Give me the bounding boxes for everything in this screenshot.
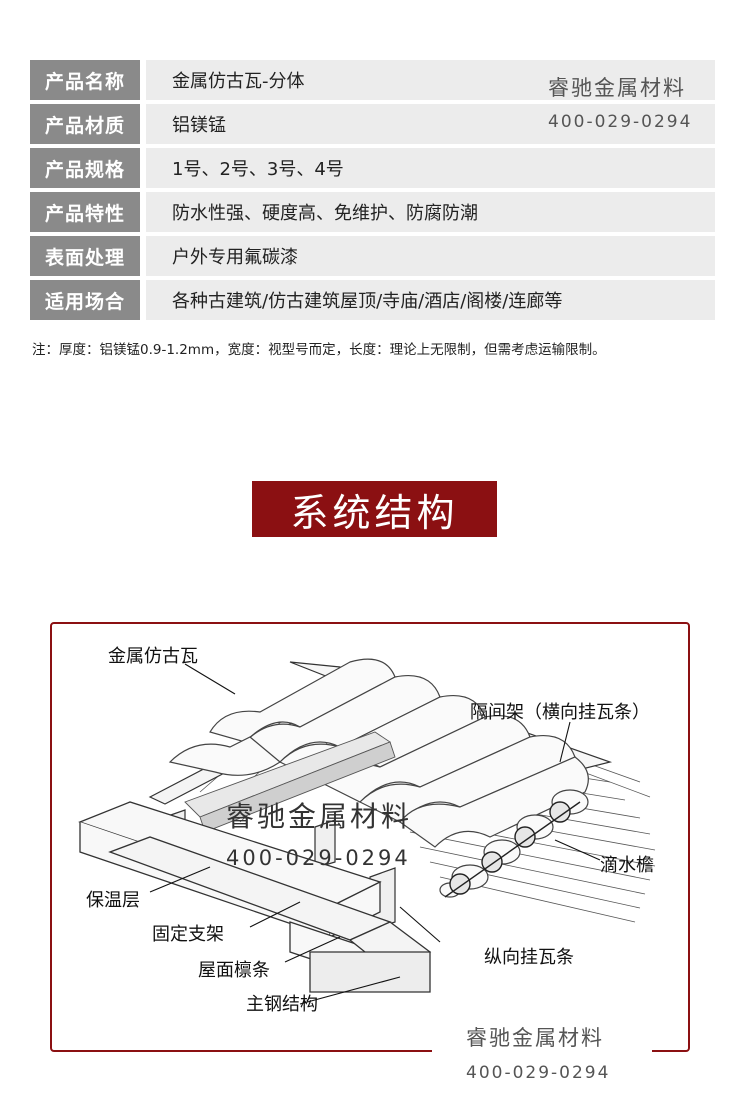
watermark-phone: 400-029-0294	[226, 846, 411, 870]
spec-note: 注：厚度：铝镁锰0.9-1.2mm，宽度：视型号而定，长度：理论上无限制，但需考…	[32, 342, 606, 358]
frame-gap	[432, 1046, 652, 1056]
watermark-phone: 400-029-0294	[466, 1063, 611, 1083]
spec-value: 铝镁锰	[146, 104, 715, 144]
spec-value: 金属仿古瓦-分体	[146, 60, 715, 100]
spec-value: 各种古建筑/仿古建筑屋顶/寺庙/酒店/阁楼/连廊等	[146, 280, 715, 320]
spec-value: 防水性强、硬度高、免维护、防腐防潮	[146, 192, 715, 232]
watermark-name: 睿驰金属材料	[226, 800, 413, 833]
spec-label: 表面处理	[30, 236, 140, 276]
spec-value: 1号、2号、3号、4号	[146, 148, 715, 188]
spec-label: 产品名称	[30, 60, 140, 100]
spec-row-features: 产品特性 防水性强、硬度高、免维护、防腐防潮	[30, 192, 715, 232]
roof-structure-diagram	[78, 658, 656, 1005]
main-steel-beam	[108, 836, 432, 993]
spec-label: 适用场合	[30, 280, 140, 320]
spec-row-surface: 表面处理 户外专用氟碳漆	[30, 236, 715, 276]
callout-tile: 金属仿古瓦	[108, 646, 198, 667]
callout-spacer: 隔间架（横向挂瓦条）	[470, 702, 650, 723]
watermark-name: 睿驰金属材料	[466, 1026, 604, 1050]
drip-eave-decor	[444, 801, 581, 898]
watermark-name: 睿驰金属材料	[548, 76, 686, 100]
spec-label: 产品材质	[30, 104, 140, 144]
spec-table: 产品名称 金属仿古瓦-分体 产品材质 铝镁锰 产品规格 1号、2号、3号、4号 …	[30, 60, 715, 324]
spec-row-usage: 适用场合 各种古建筑/仿古建筑屋顶/寺庙/酒店/阁楼/连廊等	[30, 280, 715, 320]
callout-insulation: 保温层	[86, 890, 140, 911]
callout-batten: 纵向挂瓦条	[484, 947, 574, 968]
insulation-layer	[184, 731, 396, 833]
spec-label: 产品规格	[30, 148, 140, 188]
section-title: 系统结构	[252, 481, 497, 537]
callout-drip: 滴水檐	[600, 855, 654, 876]
spec-row-size: 产品规格 1号、2号、3号、4号	[30, 148, 715, 188]
watermark-phone: 400-029-0294	[548, 112, 693, 132]
spec-row-name: 产品名称 金属仿古瓦-分体	[30, 60, 715, 100]
leader-lines	[149, 663, 601, 1005]
callout-purlin: 屋面檩条	[198, 960, 270, 981]
spec-row-material: 产品材质 铝镁锰	[30, 104, 715, 144]
callout-bracket: 固定支架	[152, 924, 224, 945]
spec-value: 户外专用氟碳漆	[146, 236, 715, 276]
callout-steel: 主钢结构	[246, 994, 318, 1015]
spec-label: 产品特性	[30, 192, 140, 232]
